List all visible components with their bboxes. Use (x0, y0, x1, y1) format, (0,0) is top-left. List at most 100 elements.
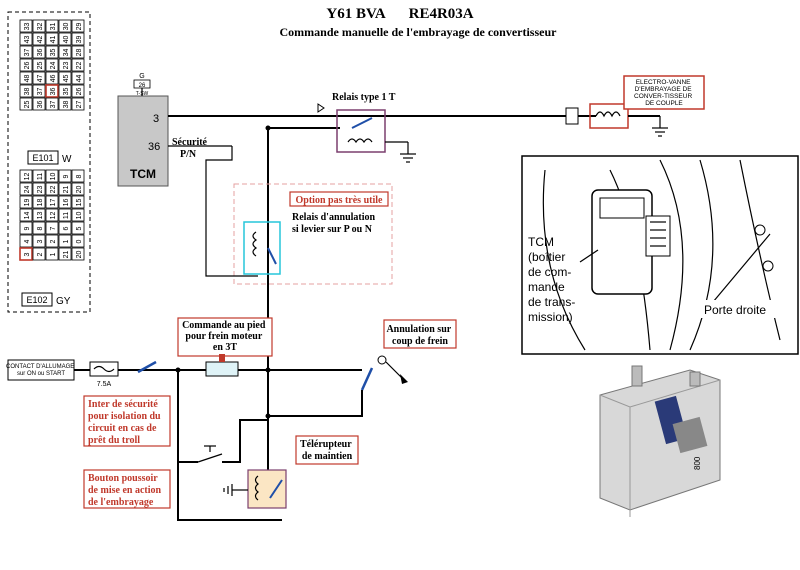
connector-pin-label: 17 (50, 199, 57, 207)
relais-annulation-label: Relais d'annulation si levier sur P ou N (292, 212, 378, 235)
relay-annulation-box (243, 221, 281, 275)
electrovanne-label-box (623, 75, 705, 110)
connector-pin-label: 20 (76, 186, 83, 194)
connector-pin (45, 58, 59, 72)
connector-pin (71, 221, 85, 235)
connector-pin-label: 30 (63, 23, 70, 31)
connector-pin (58, 19, 72, 33)
connector-pin-label: 46 (50, 75, 57, 83)
connector-pin (19, 58, 33, 72)
connector-pin (32, 58, 46, 72)
foot-switch-button (219, 354, 225, 362)
connector-pin (45, 32, 59, 46)
connector-pin-label: 2 (50, 239, 57, 243)
relay-1t-switch (351, 117, 373, 129)
connector-pin (19, 84, 33, 98)
connector-pin (58, 32, 72, 46)
connector-pin-label: 11 (63, 212, 70, 219)
wire-securite-to-relay (205, 146, 258, 277)
telerupteur-label: Télérupteur de maintien (300, 439, 354, 462)
connector-top-code: E101 (32, 153, 53, 163)
connector-pin-label: 19 (24, 199, 31, 207)
relay-annulation-switch (267, 247, 277, 265)
connector-pin (19, 169, 33, 183)
contact-label: CONTACT D'ALLUMAGE sur ON ou START (6, 364, 76, 377)
connector-pin (71, 182, 85, 196)
connector-pin (58, 234, 72, 248)
relay-1t-box (336, 109, 386, 153)
connector-pin-label: 36 (50, 88, 57, 96)
connector-pin-label: 0 (76, 239, 83, 243)
tcm-label: TCM (130, 167, 156, 181)
connector-pin (71, 71, 85, 85)
inter-securite-box (83, 395, 171, 447)
connector-pin-label: 38 (63, 101, 70, 109)
connector-pin-label: 8 (37, 226, 44, 230)
connector-pin-label: 35 (63, 88, 70, 96)
connector-pin (19, 182, 33, 196)
connector-top-suffix: W (62, 154, 72, 165)
connector-pin-label: 33 (24, 23, 31, 31)
inter-securite-switch (137, 360, 157, 374)
connector-pin-label: 37 (50, 101, 57, 109)
connector-pin-label: 1 (50, 252, 57, 256)
connector-pin (58, 58, 72, 72)
connector-pin-label: 21 (63, 251, 70, 259)
connector-pin-label: 26 (24, 62, 31, 70)
ground-icon (400, 153, 416, 163)
connector-pin-label: 22 (50, 186, 57, 194)
connector-pin (45, 208, 59, 222)
fuse-label: 7.5A (97, 381, 112, 388)
connector-pin (32, 182, 46, 196)
connector-pin-label: 45 (63, 75, 70, 83)
connector-pin (19, 221, 33, 235)
porte-droite-bg (700, 300, 784, 318)
connector-pin-label: 34 (63, 49, 70, 57)
connector-pin-label: 2 (37, 252, 44, 256)
connector-pin-label: 4 (24, 239, 31, 243)
connector-pin (32, 71, 46, 85)
connector-pin-label: 40 (63, 36, 70, 44)
arrow-icon (317, 103, 325, 113)
brake-switch (360, 367, 374, 391)
connector-pin (45, 97, 59, 111)
connector-pin (19, 45, 33, 59)
connector-pin (19, 19, 33, 33)
annulation-frein-label: Annulation sur coup de frein (386, 324, 453, 347)
connector-pin (45, 195, 59, 209)
push-button-contact (197, 453, 223, 463)
connector-pin (71, 97, 85, 111)
annulation-frein-box (383, 319, 457, 349)
connector-pin-label: 21 (63, 186, 70, 194)
connector-pin (32, 247, 46, 261)
connector-pin-label: 36 (37, 101, 44, 109)
contact-label-box (7, 359, 75, 381)
connector-pin (32, 84, 46, 98)
relay-annulation-coil (252, 231, 258, 257)
tcm-top-label: G (139, 73, 144, 80)
connector-pin (32, 97, 46, 111)
telerupteur-coil (254, 475, 259, 501)
connector-pin (45, 19, 59, 33)
wire-brake-return (268, 390, 363, 417)
connector-pin-label: 12 (24, 173, 31, 181)
commande-pied-label: Commande au pied pour frein moteur en 3T (182, 320, 268, 353)
electrovanne-label: ELECTRO-VANNE D'EMBRAYAGE DE CONVER-TISS… (634, 79, 694, 107)
connector-pin-label: 41 (50, 36, 57, 44)
photo-tcm-drawing (542, 159, 781, 351)
connector-pin (45, 221, 59, 235)
solenoid-coil (595, 111, 621, 118)
connector-pin-label: 8 (76, 174, 83, 178)
connector-pin-label: 13 (37, 212, 44, 220)
ground-icon (223, 484, 233, 496)
connector-pin-label: 32 (37, 23, 44, 31)
connector-pin-label: 10 (50, 173, 57, 181)
title-gearbox: RE4R03A (409, 6, 474, 22)
connector-pin-label: 29 (76, 23, 83, 31)
connector-pin (71, 32, 85, 46)
connector-pin-label: 14 (24, 212, 31, 220)
connector-pin-label: 26 (76, 88, 83, 96)
tcm-pin-36: 36 (148, 141, 160, 153)
connector-pin-label: 7 (50, 226, 57, 230)
